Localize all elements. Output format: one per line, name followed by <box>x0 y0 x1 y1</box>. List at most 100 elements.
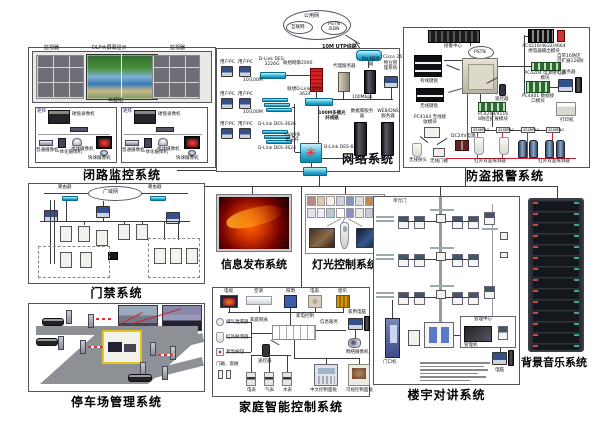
wire <box>368 61 369 68</box>
wire <box>252 187 253 196</box>
door-contact <box>218 370 223 379</box>
wire <box>465 168 466 186</box>
lamp-photo <box>316 196 326 206</box>
output-module <box>528 29 554 43</box>
floor-distributor <box>436 214 446 223</box>
switch-stack <box>262 130 288 134</box>
wireless-door-contact <box>433 148 445 157</box>
wire <box>345 187 346 196</box>
wire <box>259 306 260 312</box>
monitor-screen <box>187 139 198 147</box>
wire <box>178 221 179 240</box>
dvr-label: 硬盘录像机 <box>72 112 95 117</box>
barrier-arm <box>88 346 104 348</box>
ticket-kiosk <box>170 346 176 360</box>
switch-stack <box>264 135 290 139</box>
user-pc <box>221 66 233 77</box>
alarm-pstn-label: PSTN <box>474 50 486 55</box>
wire <box>292 136 294 137</box>
alarm-panel <box>462 58 498 94</box>
pms-pc <box>384 76 398 88</box>
lighting-remote <box>340 222 349 249</box>
dlp-split-line <box>121 54 122 100</box>
indoor-phone <box>468 216 479 229</box>
link-label: 10/100M <box>243 78 263 83</box>
intercom-pc <box>492 352 507 365</box>
home-pc <box>348 318 363 330</box>
wire <box>524 35 525 94</box>
panel-door <box>468 64 494 90</box>
wire <box>228 312 344 313</box>
integrated-camera <box>58 138 66 148</box>
label-bar <box>430 285 454 287</box>
indoor-phone <box>484 212 495 225</box>
intercom-module <box>500 252 508 258</box>
wire <box>454 335 460 336</box>
db-server <box>354 122 367 156</box>
router-label: Cisco 2611 <box>383 55 408 60</box>
home-title: 家庭智能控制系统 <box>238 400 343 414</box>
wire <box>470 43 471 46</box>
pir-label: 红外双鉴探测器 <box>538 159 570 164</box>
meter-label: 电表 <box>247 388 256 393</box>
home-remote <box>262 344 270 357</box>
wire <box>103 201 104 206</box>
wire <box>292 107 294 108</box>
wire <box>355 330 356 338</box>
light-label: 照明 <box>286 289 295 294</box>
wire-power <box>446 158 576 159</box>
wire <box>500 348 501 352</box>
entrance-panel-label: 门口机 <box>383 360 397 365</box>
data-interface-module <box>526 81 550 93</box>
lamp-photo <box>364 196 374 206</box>
server-label: 服务器 <box>562 70 576 75</box>
wireless-keypad-label: 无线键盘 <box>420 104 438 109</box>
wire <box>550 87 558 88</box>
camera-label: 普通摄像机 <box>122 148 145 153</box>
panic-button <box>216 348 224 356</box>
db-server-label: 数据库服务器 <box>350 109 374 119</box>
label-bar <box>376 292 394 294</box>
alarm-title: 防盗报警系统 <box>465 169 544 183</box>
wire <box>124 221 125 225</box>
dome-camera <box>158 138 168 146</box>
web-server <box>381 122 394 156</box>
wire <box>177 170 216 171</box>
ac-label: 空调 <box>254 289 263 294</box>
lamp-photo <box>307 208 316 218</box>
wire <box>444 60 462 61</box>
info-title: 信息发布系统 <box>221 258 287 271</box>
adapter-slot <box>429 327 437 343</box>
printer-label: 打印机 <box>560 118 574 123</box>
wire <box>251 355 291 356</box>
wire <box>446 221 468 222</box>
alarm-center-rack <box>428 30 480 43</box>
box-camera <box>39 140 53 146</box>
wire <box>446 259 468 260</box>
entrance-panel-face <box>390 325 397 343</box>
wire <box>492 112 493 127</box>
utp-label: 10M UTP线路 <box>322 44 357 50</box>
switch-stack <box>266 108 292 112</box>
label-bar <box>376 258 394 260</box>
mbps-label: 100Mbps <box>352 95 373 100</box>
adapter-slot <box>441 327 449 343</box>
dvr <box>48 110 70 124</box>
car <box>36 338 58 346</box>
rack-leds <box>533 202 538 348</box>
wire <box>50 200 51 264</box>
wire <box>116 172 117 183</box>
camera-label: 快球摄像机 <box>88 156 111 161</box>
alarm-center-label: 接警中心 <box>444 44 462 49</box>
wire <box>391 88 392 99</box>
wire <box>287 355 288 372</box>
wire <box>142 193 188 194</box>
appliance-ctrl-label: 家电控制 <box>296 314 314 319</box>
internet-label: 互联网 <box>291 25 305 30</box>
lamp-photo <box>326 208 335 218</box>
door-controller <box>96 230 108 246</box>
home-remote-label: 遥控器 <box>258 359 272 364</box>
note-bar <box>420 369 488 371</box>
wire <box>333 99 393 100</box>
rf-module-label: PC4164 无线接收模块 <box>413 115 447 125</box>
